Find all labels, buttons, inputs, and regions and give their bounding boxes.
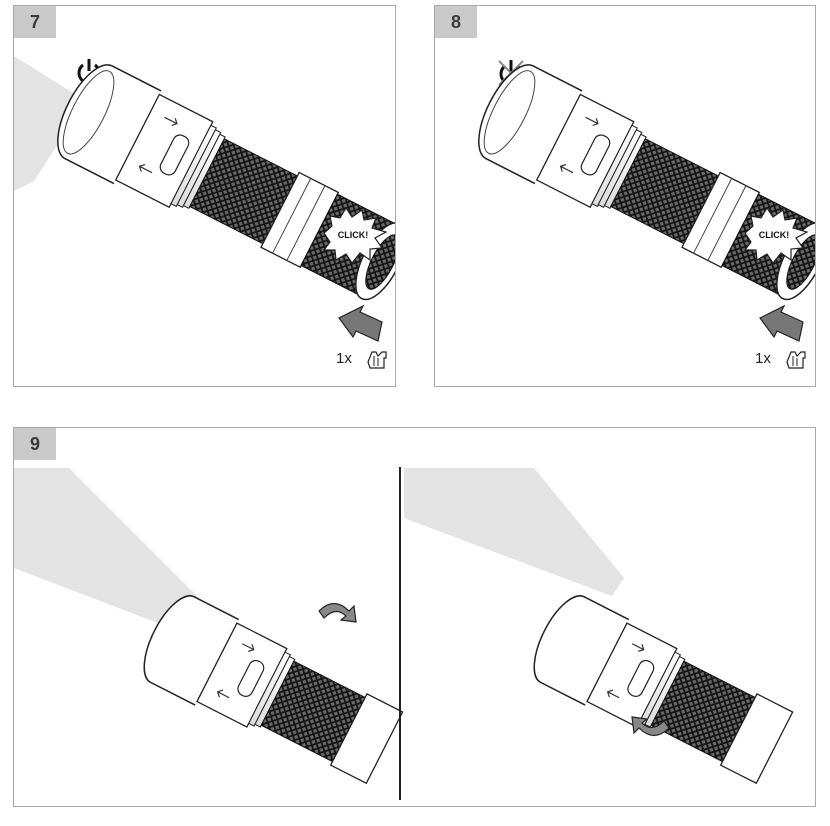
light-beam xyxy=(14,56,86,191)
click-text: CLICK! xyxy=(759,230,790,240)
click-burst xyxy=(743,206,809,265)
click-text: CLICK! xyxy=(338,230,369,240)
step-number: 9 xyxy=(14,428,56,460)
press-count: 1x xyxy=(755,350,771,367)
hand-press-icon xyxy=(786,351,806,369)
rotate-arrow-icon xyxy=(318,602,357,623)
panel-7: 7 xyxy=(13,5,396,387)
step-number: 8 xyxy=(435,6,477,38)
press-count: 1x xyxy=(336,350,352,367)
flashlight-illustration: CLICK! xyxy=(14,56,395,369)
click-burst xyxy=(322,206,388,265)
press-arrow xyxy=(759,304,804,342)
press-arrow xyxy=(338,304,383,342)
flashlight-illustration: CLICK! xyxy=(478,60,815,369)
rotate-arrow-icon xyxy=(631,716,670,737)
hand-press-icon xyxy=(367,351,387,369)
panel-8: 8 xyxy=(434,5,816,387)
light-beam xyxy=(14,468,199,633)
flashlight-zoom-illustration xyxy=(14,468,794,785)
step-number: 7 xyxy=(14,6,56,38)
panel-divider xyxy=(399,467,401,800)
light-beam xyxy=(404,468,624,596)
panel-9: 9 xyxy=(13,427,816,807)
